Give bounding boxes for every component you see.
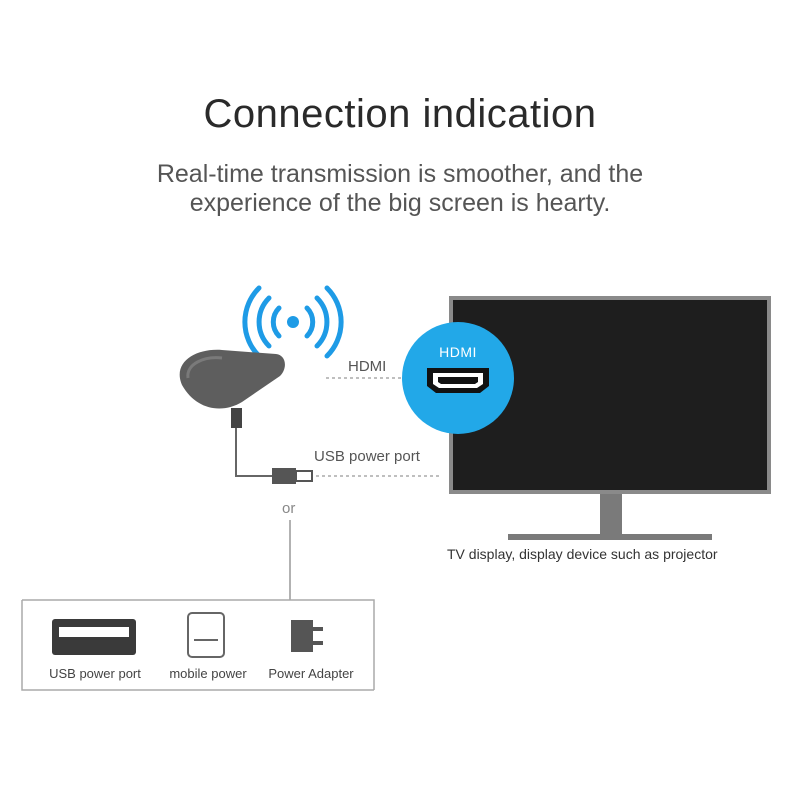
subtitle-line-1: Real-time transmission is smoother, and … xyxy=(156,160,644,188)
device-label-usb: USB power port xyxy=(49,666,141,681)
page-subtitle: Real-time transmission is smoother, and … xyxy=(0,160,800,218)
usb-cable xyxy=(231,408,313,484)
power-source-panel xyxy=(21,599,375,691)
wireless-dongle xyxy=(179,349,285,409)
tv-display xyxy=(449,296,771,540)
tv-caption: TV display, display device such as proje… xyxy=(447,546,718,562)
device-label-mobile-power: mobile power xyxy=(169,666,247,681)
usb-power-port-label: USB power port xyxy=(314,448,420,465)
power-bank-icon xyxy=(187,612,225,658)
hdmi-badge xyxy=(402,322,514,434)
wifi-signal-icon xyxy=(242,285,344,359)
hdmi-badge-label: HDMI xyxy=(439,344,477,360)
page-title: Connection indication xyxy=(203,92,597,136)
or-label: or xyxy=(282,500,296,517)
device-label-adapter: Power Adapter xyxy=(268,666,354,681)
power-adapter-icon xyxy=(291,620,323,652)
subtitle-line-2: experience of the big screen is hearty. xyxy=(189,189,611,217)
usb-port-icon xyxy=(52,619,136,655)
hdmi-line-label: HDMI xyxy=(348,358,387,375)
